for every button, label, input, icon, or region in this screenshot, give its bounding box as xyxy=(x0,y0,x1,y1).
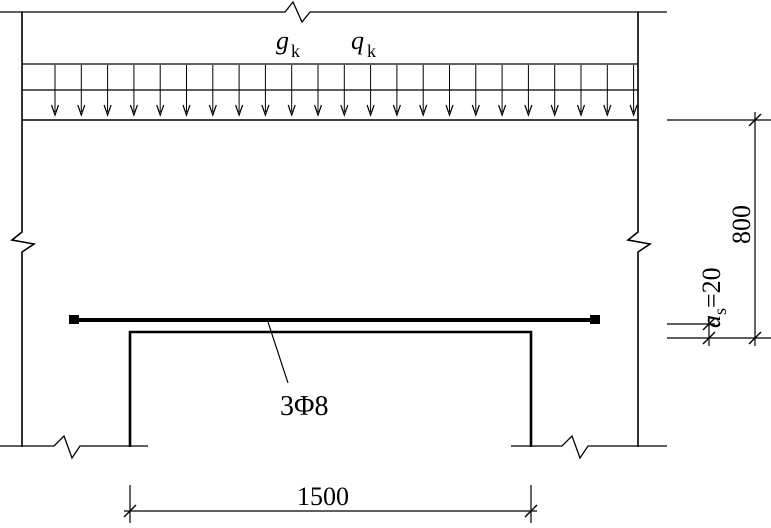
ground-left-line xyxy=(0,434,148,460)
load-arrow xyxy=(208,65,217,117)
cover-symbol: a xyxy=(697,315,726,328)
bar-end-left xyxy=(69,315,79,324)
ground-right-line xyxy=(511,434,667,460)
load-arrow xyxy=(182,65,191,117)
load-arrow xyxy=(313,65,323,117)
load-arrow xyxy=(471,65,480,117)
load-arrow xyxy=(524,65,533,117)
load-arrow xyxy=(50,65,60,117)
cover-subscript: s xyxy=(710,308,730,315)
rebar-label: 3Φ8 xyxy=(280,391,328,422)
load-arrow xyxy=(129,65,138,117)
width-dimension-label: 1500 xyxy=(297,482,349,511)
width-dimension: 1500 xyxy=(123,482,538,523)
load-arrow xyxy=(629,65,638,117)
cover-label: as=20 xyxy=(697,267,730,328)
load-arrows xyxy=(50,65,638,117)
live-load-subscript: k xyxy=(367,41,376,61)
right-wall-line xyxy=(626,12,653,447)
live-load-label: q xyxy=(351,26,364,55)
load-arrow xyxy=(156,65,165,117)
load-arrow xyxy=(235,65,244,117)
opening-outline xyxy=(128,330,533,447)
load-arrow xyxy=(603,65,612,117)
left-wall-line xyxy=(10,12,37,447)
load-arrow xyxy=(498,65,507,117)
load-arrow xyxy=(77,65,86,117)
height-dimension-label: 800 xyxy=(727,205,756,244)
dead-load-subscript: k xyxy=(291,41,300,61)
load-arrow xyxy=(445,65,454,117)
cover-dimension: as=20 xyxy=(667,267,730,346)
load-arrow xyxy=(419,65,428,117)
load-arrow xyxy=(392,65,401,117)
top-break-line xyxy=(0,0,667,24)
load-band xyxy=(22,63,638,121)
dead-load-label: g xyxy=(276,26,289,55)
load-arrow xyxy=(103,65,112,117)
bar-end-right xyxy=(590,315,600,324)
rebar-leader-line xyxy=(267,321,289,384)
load-arrow xyxy=(261,65,270,117)
cover-value: =20 xyxy=(697,267,726,308)
load-arrow xyxy=(550,65,559,117)
load-arrow xyxy=(340,65,349,117)
height-dimension: 800 xyxy=(667,112,771,346)
load-arrow xyxy=(366,65,375,117)
load-arrow xyxy=(576,65,586,117)
load-arrow xyxy=(287,65,296,117)
